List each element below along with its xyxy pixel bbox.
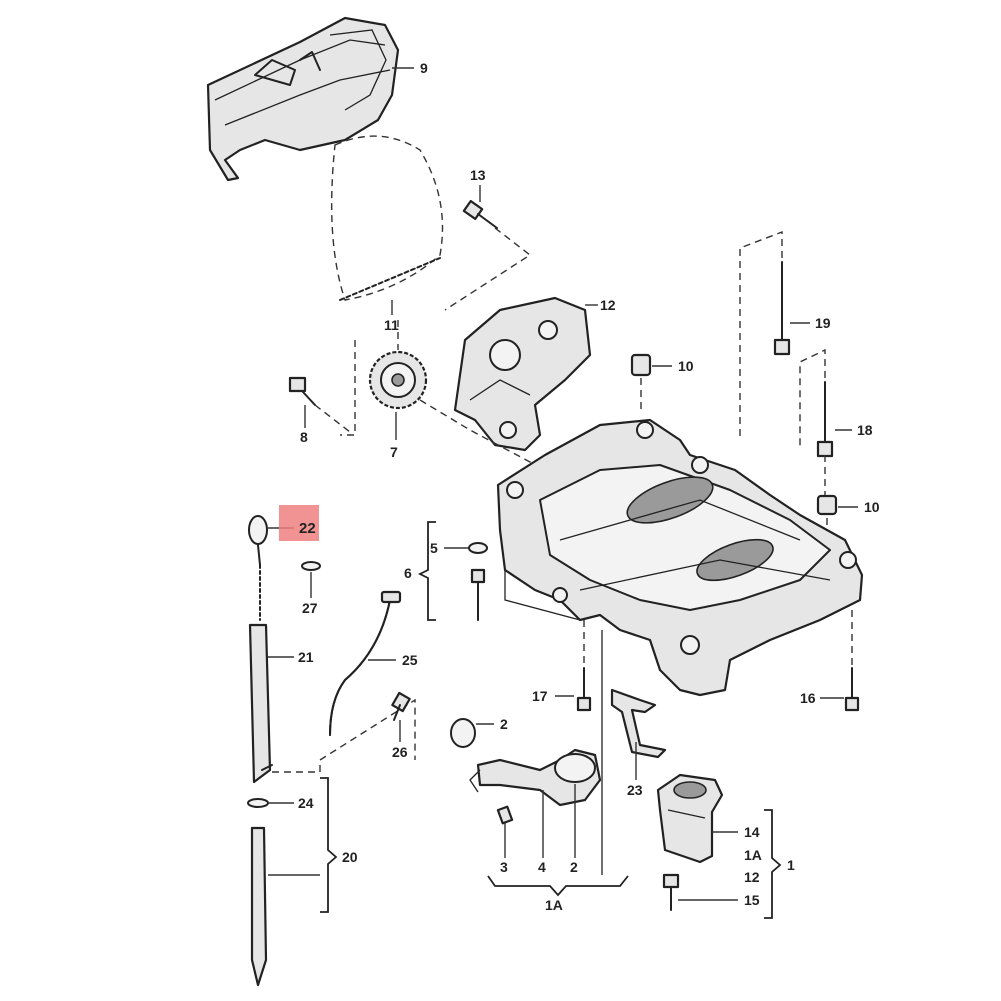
callout-7: 7 xyxy=(390,444,398,460)
bolt-3-part xyxy=(496,805,514,825)
regulator-14-part xyxy=(656,773,724,864)
callout-23: 23 xyxy=(627,782,643,798)
callout-18: 18 xyxy=(857,422,873,438)
callout-19: 19 xyxy=(815,315,831,331)
callout-20: 20 xyxy=(342,849,358,865)
oring-24-part xyxy=(247,798,269,808)
callout-22: 22 xyxy=(299,520,316,537)
balance-shaft-housing-part xyxy=(496,418,864,697)
sleeve-10-upper-part xyxy=(630,353,652,412)
callout-3: 3 xyxy=(500,859,508,875)
bracket-23-part xyxy=(610,688,667,759)
callout-6: 6 xyxy=(404,565,412,581)
chain-guide-cover-part xyxy=(206,16,400,182)
bolt-13-part xyxy=(444,199,532,311)
highlight-box xyxy=(279,505,319,541)
sprocket-part xyxy=(340,320,546,471)
bolt-8-part xyxy=(288,376,351,433)
callout-2-upper: 2 xyxy=(500,716,508,732)
long-bolt-19-part xyxy=(739,230,791,440)
callout-5: 5 xyxy=(430,540,438,556)
callout-15: 15 xyxy=(744,892,760,908)
pump-bracket-part xyxy=(453,296,592,452)
dipstick-handle-part xyxy=(248,515,268,621)
bolt-16-part xyxy=(844,610,860,712)
callout-10-upper: 10 xyxy=(678,358,694,374)
callout-11: 11 xyxy=(384,317,399,333)
oil-pipe-25-part xyxy=(329,590,402,736)
callout-13: 13 xyxy=(470,167,486,183)
callout-12-right: 12 xyxy=(744,869,760,885)
callout-10-lower: 10 xyxy=(864,499,880,515)
callout-26: 26 xyxy=(392,744,408,760)
washer-5-part xyxy=(468,542,488,554)
brace-1A-bottom xyxy=(487,875,629,897)
callout-27: 27 xyxy=(302,600,318,616)
callout-labels: 9 13 12 19 11 10 18 8 7 10 22 5 6 27 21 … xyxy=(298,60,880,913)
callout-9: 9 xyxy=(420,60,428,76)
dipstick-guide-tube-part xyxy=(248,623,273,784)
timing-chain-part xyxy=(330,135,444,301)
gasket-2-part xyxy=(450,718,476,748)
callout-16: 16 xyxy=(800,690,816,706)
callout-14: 14 xyxy=(744,824,760,840)
bolt-6-part xyxy=(417,521,486,621)
callout-25: 25 xyxy=(402,652,418,668)
callout-1A-bottom: 1A xyxy=(545,897,563,913)
callout-24: 24 xyxy=(298,795,314,811)
oil-pickup-4-part xyxy=(469,748,602,807)
dipstick-lower-tube-part xyxy=(250,698,416,987)
long-bolt-18-part xyxy=(799,348,834,458)
brace-20 xyxy=(320,777,338,913)
bolt-15-part xyxy=(662,873,680,911)
callout-21: 21 xyxy=(298,649,314,665)
seal-27-part xyxy=(301,561,321,571)
callout-2-lower: 2 xyxy=(570,859,578,875)
leader-lines xyxy=(268,67,858,901)
callout-1: 1 xyxy=(787,857,795,873)
callout-4: 4 xyxy=(538,859,546,875)
stud-26-part xyxy=(391,691,411,721)
callout-8: 8 xyxy=(300,429,308,445)
callout-12: 12 xyxy=(600,297,616,313)
callout-17: 17 xyxy=(532,688,548,704)
brace-1 xyxy=(764,809,782,919)
bolt-17-part xyxy=(576,620,592,712)
callout-1A-right: 1A xyxy=(744,847,762,863)
